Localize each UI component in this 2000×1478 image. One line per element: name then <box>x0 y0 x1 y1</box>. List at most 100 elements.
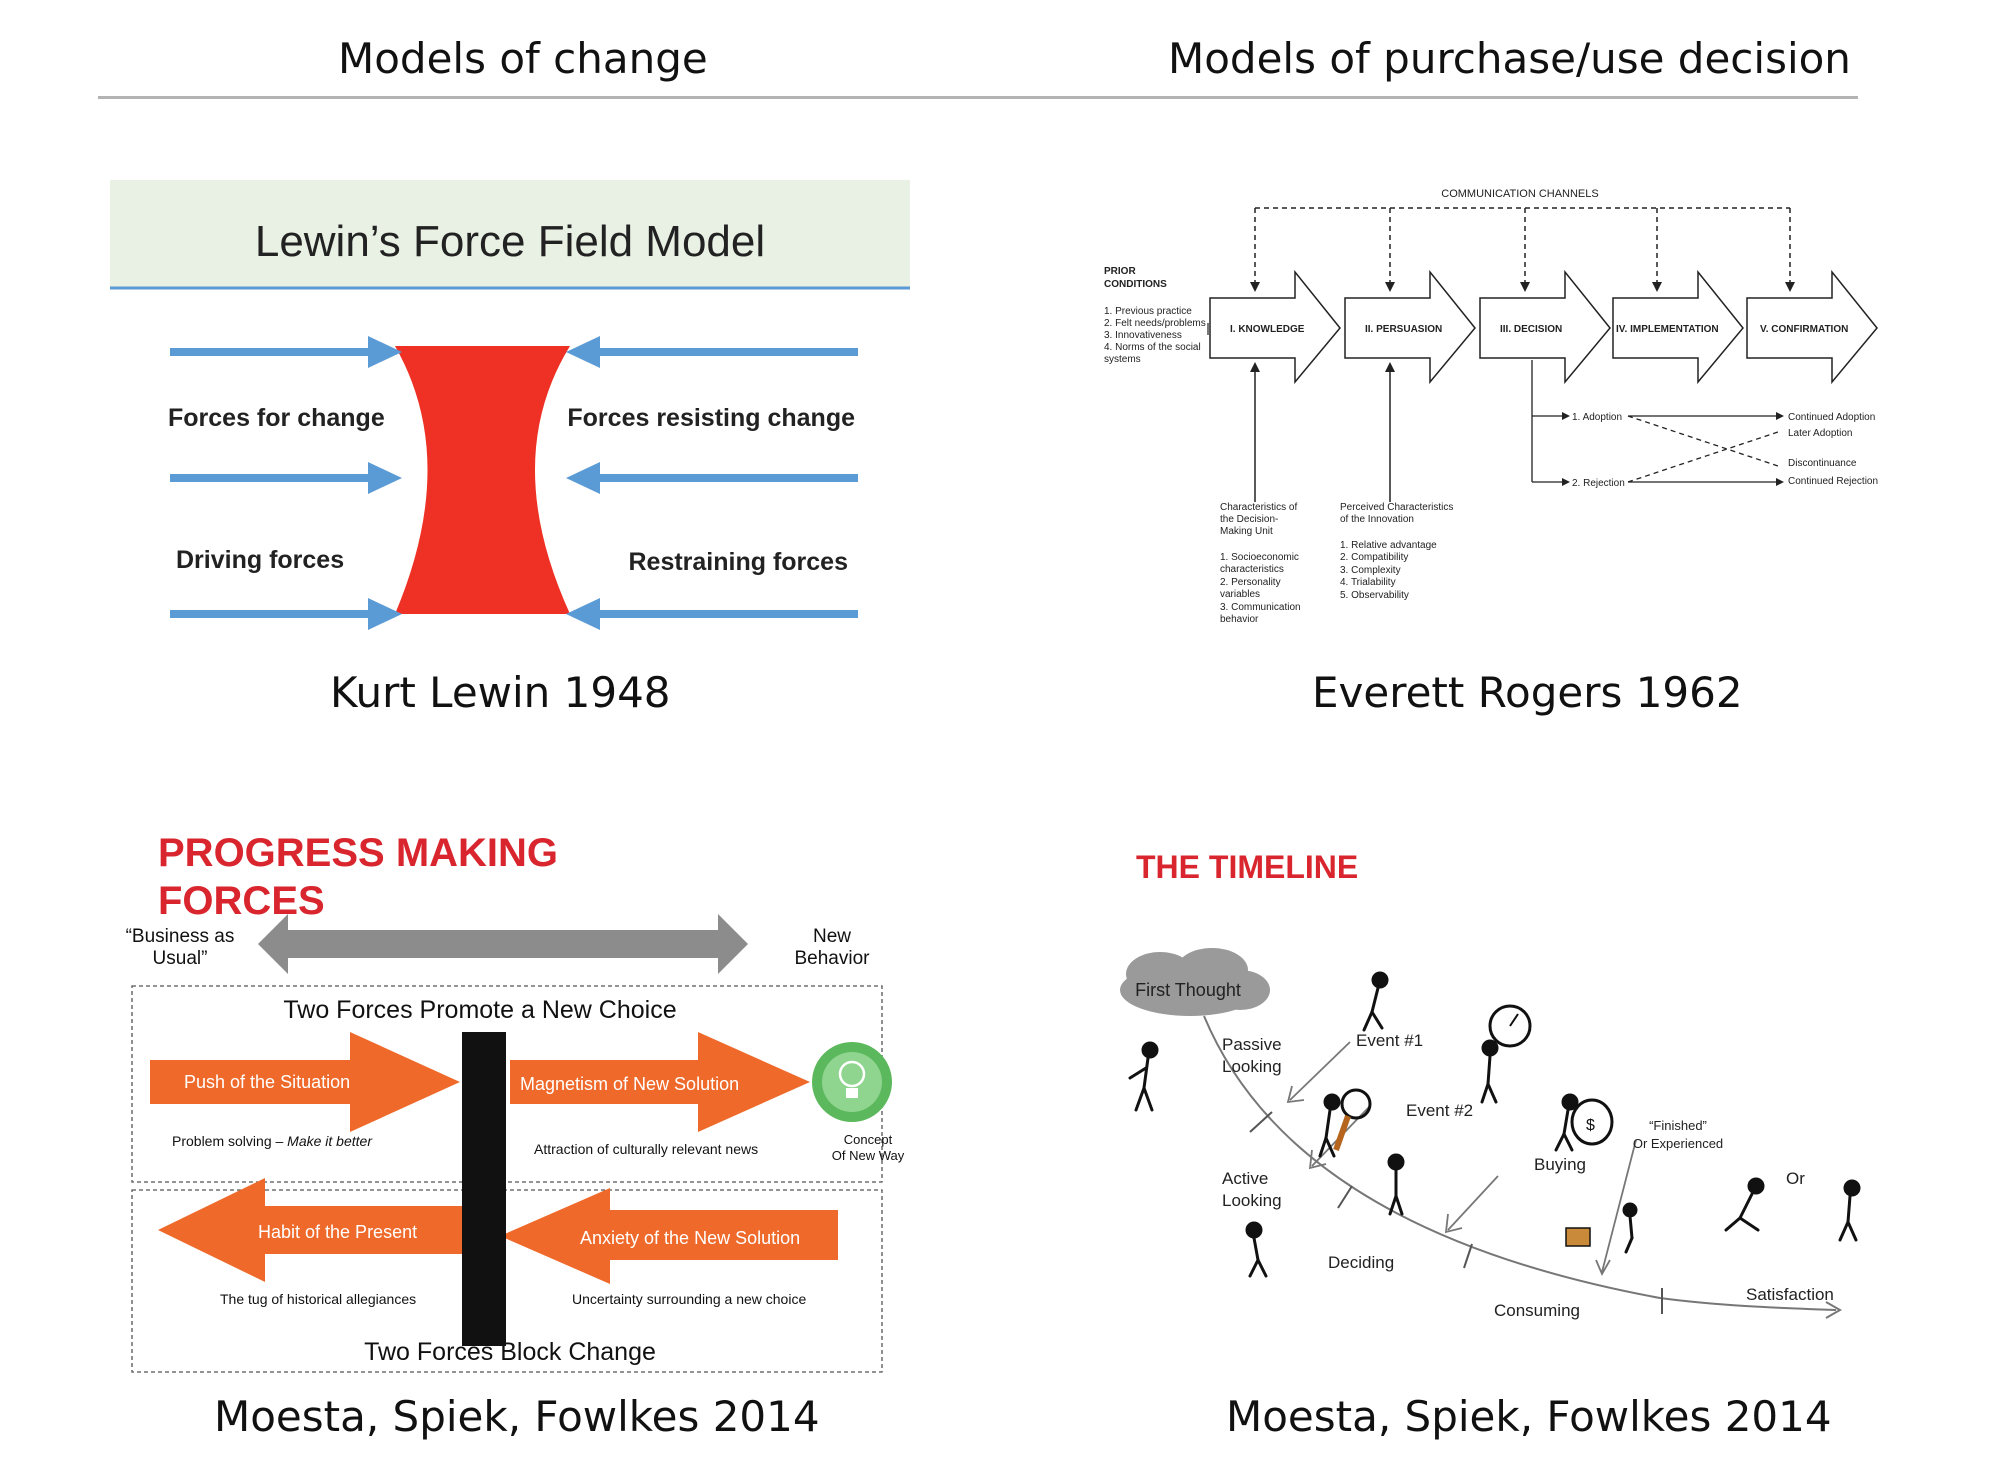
bulb-icon-base <box>846 1088 858 1098</box>
unit-title: Making Unit <box>1220 526 1273 537</box>
stage-arrow <box>1612 269 1744 385</box>
finished-label: Or Experienced <box>1633 1136 1723 1151</box>
arrow-shaft <box>170 610 380 618</box>
timeline-caption: Moesta, Spiek, Fowlkes 2014 <box>1226 1392 1832 1441</box>
unit-item: 2. Personality <box>1220 577 1281 588</box>
unit-item: variables <box>1220 589 1260 600</box>
stage-label: IV. IMPLEMENTATION <box>1616 324 1719 335</box>
arrow-shaft <box>170 348 380 356</box>
prior-item: 1. Previous practice <box>1104 306 1192 317</box>
deciding-label: Deciding <box>1328 1253 1394 1272</box>
arrow-head <box>1250 282 1260 292</box>
arrow-head <box>368 462 402 494</box>
unit-item: characteristics <box>1220 564 1284 575</box>
innovation-title: of the Innovation <box>1340 514 1414 525</box>
figure-limb <box>1562 1132 1574 1152</box>
lewin-restraining-arrows <box>566 336 858 630</box>
innovation-item: 4. Trialability <box>1340 577 1396 588</box>
arrow-shaft <box>588 348 858 356</box>
figure-limb <box>1142 1086 1154 1112</box>
figure-limb <box>1738 1216 1760 1232</box>
arrow-head <box>566 598 600 630</box>
event1-label: Event #1 <box>1356 1031 1423 1050</box>
box-icon <box>1565 1227 1591 1247</box>
pointer-arrow-head <box>1308 1149 1327 1170</box>
habit-subtitle: The tug of historical allegiances <box>220 1291 416 1307</box>
pointer-arrow <box>1601 1139 1637 1273</box>
pointer-arrow-head <box>1595 1259 1611 1277</box>
lewin-forces-resisting-change: Forces resisting change <box>567 404 855 432</box>
lewin-header-band <box>110 180 910 288</box>
event2-label: Event #2 <box>1406 1101 1473 1120</box>
figure-body <box>1486 1054 1492 1086</box>
stage-tick <box>1337 1185 1353 1209</box>
arrow-head <box>1652 282 1662 292</box>
magnetism-label: Magnetism of New Solution <box>520 1074 739 1094</box>
arrow-head <box>1776 412 1784 420</box>
outcome-label: Discontinuance <box>1788 458 1857 469</box>
rogers-innovation-decision-diagram: COMMUNICATION CHANNELS I. KNOWLEDGE II. … <box>1104 188 1878 625</box>
progress-making-forces-diagram: PROGRESS MAKING FORCES “Business as Usua… <box>126 831 905 1373</box>
cloud-puff <box>1126 952 1194 996</box>
arrow-head <box>1385 282 1395 292</box>
prior-conditions-label: CONDITIONS <box>1104 279 1167 290</box>
outcome-label: Continued Rejection <box>1788 476 1878 487</box>
arrow-shaft <box>170 474 380 482</box>
cloud-puff <box>1210 970 1270 1010</box>
figure-limb <box>1838 1220 1850 1242</box>
timeline-curve-arrowhead <box>1825 1301 1843 1319</box>
arrow-head <box>368 598 402 630</box>
buying-label: Buying <box>1534 1155 1586 1174</box>
progress-title-line2: FORCES <box>158 879 325 923</box>
pointer-arrow-head <box>1444 1213 1463 1234</box>
rogers-channel-lines <box>1254 207 1791 288</box>
figure-body <box>1252 1236 1260 1262</box>
arrow-head <box>1520 282 1530 292</box>
first-thought-cloud <box>1120 948 1270 1016</box>
stage-label: I. KNOWLEDGE <box>1230 324 1305 335</box>
unit-item: behavior <box>1220 614 1259 625</box>
concept-label: Concept <box>844 1132 893 1147</box>
arrow-head <box>368 336 402 368</box>
satisfaction-label: Satisfaction <box>1746 1285 1834 1304</box>
arrow-head <box>1562 412 1570 420</box>
bulb-icon-inner <box>822 1052 882 1112</box>
passive-looking-label: Passive <box>1222 1035 1282 1054</box>
prior-item: systems <box>1104 354 1141 365</box>
clock-hand <box>1509 1013 1519 1027</box>
rogers-channel-heads <box>1250 282 1795 292</box>
rogers-caption: Everett Rogers 1962 <box>1312 668 1743 717</box>
new-behavior-label: New <box>813 926 851 947</box>
timeline-diagram: THE TIMELINE First Thought Passive Looki… <box>1120 849 1861 1320</box>
finished-label: “Finished” <box>1649 1118 1707 1133</box>
or-label: Or <box>1786 1169 1805 1188</box>
figure-limb <box>1394 1194 1404 1216</box>
figure-head <box>1245 1221 1263 1239</box>
pointer-arrow <box>1447 1175 1499 1231</box>
heading-models-of-purchase: Models of purchase/use decision <box>1168 34 1851 83</box>
innovation-title: Perceived Characteristics <box>1340 502 1453 513</box>
lewin-force-field-diagram: Lewin’s Force Field Model Forces for cha… <box>110 180 910 630</box>
bulb-icon-globe <box>838 1060 866 1088</box>
unit-item: 3. Communication <box>1220 602 1301 613</box>
prior-conditions-label: PRIOR <box>1104 266 1136 277</box>
stage-arrow <box>1209 269 1341 385</box>
figure-head <box>1481 1039 1499 1057</box>
stage-label: V. CONFIRMATION <box>1760 324 1848 335</box>
lewin-restraining-forces: Restraining forces <box>628 548 848 576</box>
arrow-head <box>1776 478 1784 486</box>
rejection-label: 2. Rejection <box>1572 478 1625 489</box>
lewin-forces-for-change: Forces for change <box>168 404 385 432</box>
passive-looking-label: Looking <box>1222 1057 1282 1076</box>
heading-divider <box>98 96 1858 99</box>
business-to-behavior-arrow <box>258 914 748 974</box>
arrow-head <box>566 462 600 494</box>
innovation-item: 3. Complexity <box>1340 565 1401 576</box>
figure-limb <box>1362 1010 1374 1032</box>
figure-head <box>1141 1041 1159 1059</box>
innovation-item: 5. Observability <box>1340 590 1409 601</box>
outcome-label: Continued Adoption <box>1788 412 1875 423</box>
prior-item: 4. Norms of the social <box>1104 342 1201 353</box>
pointer-arrow-head <box>1286 1085 1305 1104</box>
figure-limb <box>1248 1258 1260 1278</box>
